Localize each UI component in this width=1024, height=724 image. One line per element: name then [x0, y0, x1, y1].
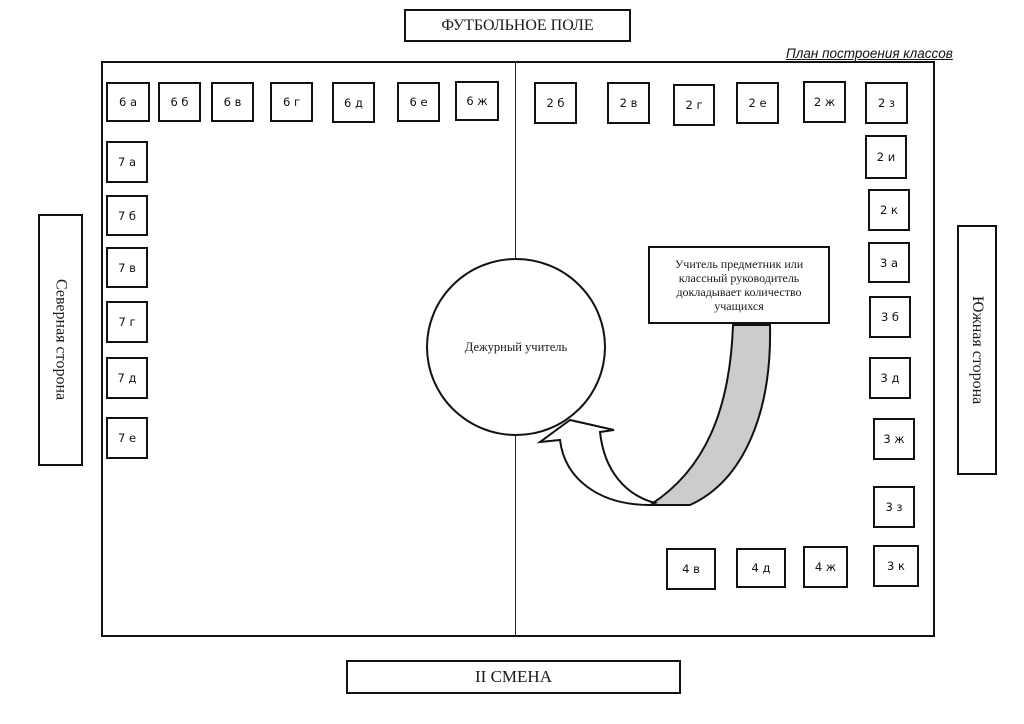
south-side-label: Южная сторона [957, 225, 997, 475]
white-curved-arrow-to-teacher [536, 418, 659, 507]
class-box-3d: 3 д [869, 357, 911, 399]
class-box-2v: 2 в [607, 82, 650, 124]
class-box-2zh: 2 ж [803, 81, 846, 123]
class-box-6b: 6 б [158, 82, 201, 122]
report-note-text: Учитель предметник или классный руководи… [674, 256, 804, 314]
class-box-7g: 7 г [106, 301, 148, 343]
plan-caption: План построения классов [786, 46, 953, 61]
duty-teacher-circle: Дежурный учитель [426, 258, 606, 436]
shift-label: II СМЕНА [346, 660, 681, 694]
class-box-7b: 7 б [106, 195, 148, 236]
class-box-2k: 2 к [868, 189, 910, 231]
class-box-4d: 4 д [736, 548, 786, 588]
class-box-2b: 2 б [534, 82, 577, 124]
south-side-text: Южная сторона [969, 295, 986, 405]
class-box-2z: 2 з [865, 82, 908, 124]
class-box-6zh: 6 ж [455, 81, 499, 121]
class-box-6a: 6 а [106, 82, 150, 122]
class-box-6e: 6 е [397, 82, 440, 122]
class-box-3z: 3 з [873, 486, 915, 528]
class-box-3b: 3 б [869, 296, 911, 338]
class-box-6d: 6 д [332, 82, 375, 123]
class-box-3zh: 3 ж [873, 418, 915, 460]
football-field-title: ФУТБОЛЬНОЕ ПОЛЕ [404, 9, 631, 42]
class-box-3a: 3 а [868, 242, 910, 283]
class-box-3k: 3 к [873, 545, 919, 587]
report-note-box: Учитель предметник или классный руководи… [648, 246, 830, 324]
north-side-label: Северная сторона [38, 214, 83, 466]
football-field [101, 61, 935, 637]
class-box-2i: 2 и [865, 135, 907, 179]
class-box-7v: 7 в [106, 247, 148, 288]
north-side-text: Северная сторона [52, 279, 70, 401]
class-box-7d: 7 д [106, 357, 148, 399]
class-box-2e: 2 е [736, 82, 779, 124]
class-box-2g: 2 г [673, 84, 715, 126]
gray-curved-arrow-shaft [646, 324, 772, 506]
class-box-7a: 7 а [106, 141, 148, 183]
duty-teacher-label: Дежурный учитель [464, 339, 568, 354]
class-box-4zh: 4 ж [803, 546, 848, 588]
class-box-6v: 6 в [211, 82, 254, 122]
class-box-7e: 7 е [106, 417, 148, 459]
class-box-4v: 4 в [666, 548, 716, 590]
class-box-6g: 6 г [270, 82, 313, 122]
